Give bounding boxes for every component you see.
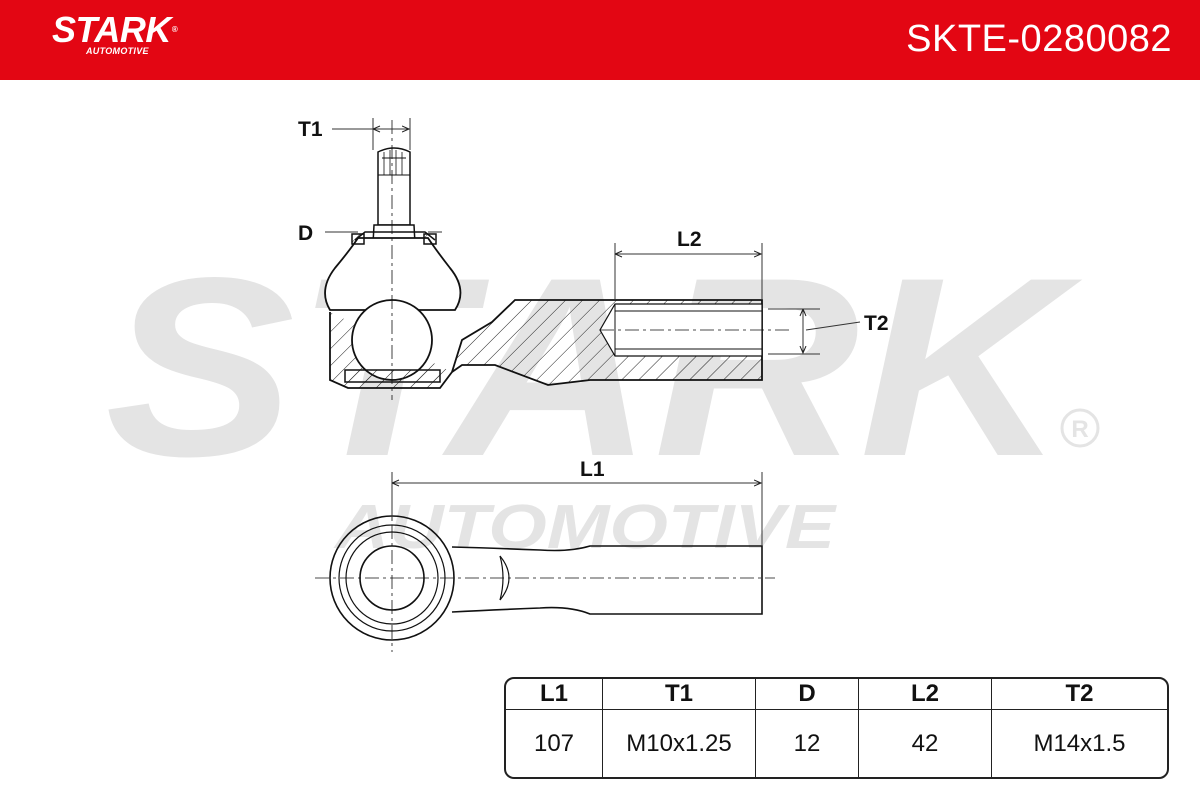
dimension-lines-side xyxy=(325,118,861,355)
label-d: D xyxy=(298,222,313,245)
brand-subtitle: AUTOMOTIVE xyxy=(86,46,149,56)
rubber-boot xyxy=(324,237,462,311)
part-number: SKTE-0280082 xyxy=(906,18,1172,60)
side-view xyxy=(324,120,790,400)
brand-logo: STARK® AUTOMOTIVE xyxy=(52,9,178,57)
header-t1: T1 xyxy=(602,679,756,710)
value-t2: M14x1.5 xyxy=(1033,729,1126,757)
spec-table: L1 T1 D L2 T2 107 M10x1.25 12 42 M14x1.5 xyxy=(504,677,1169,779)
label-l2: L2 xyxy=(677,228,702,251)
header-t2: T2 xyxy=(991,679,1167,710)
arm-body xyxy=(451,545,763,615)
header-bar: STARK® AUTOMOTIVE SKTE-0280082 xyxy=(0,0,1200,80)
value-l1: 107 xyxy=(506,709,603,777)
label-t2: T2 xyxy=(864,312,889,335)
header-d: D xyxy=(755,679,859,710)
value-d: 12 xyxy=(755,709,859,777)
registered-mark: ® xyxy=(171,25,178,34)
label-t1: T1 xyxy=(298,118,323,141)
dimension-line-l1 xyxy=(391,472,763,546)
header-l1: L1 xyxy=(506,679,603,710)
brand-name: STARK xyxy=(52,9,171,50)
value-l2: 42 xyxy=(858,709,992,777)
top-view xyxy=(315,500,775,652)
header-l2: L2 xyxy=(858,679,992,710)
label-l1: L1 xyxy=(580,458,605,481)
value-t1: M10x1.25 xyxy=(602,709,756,777)
